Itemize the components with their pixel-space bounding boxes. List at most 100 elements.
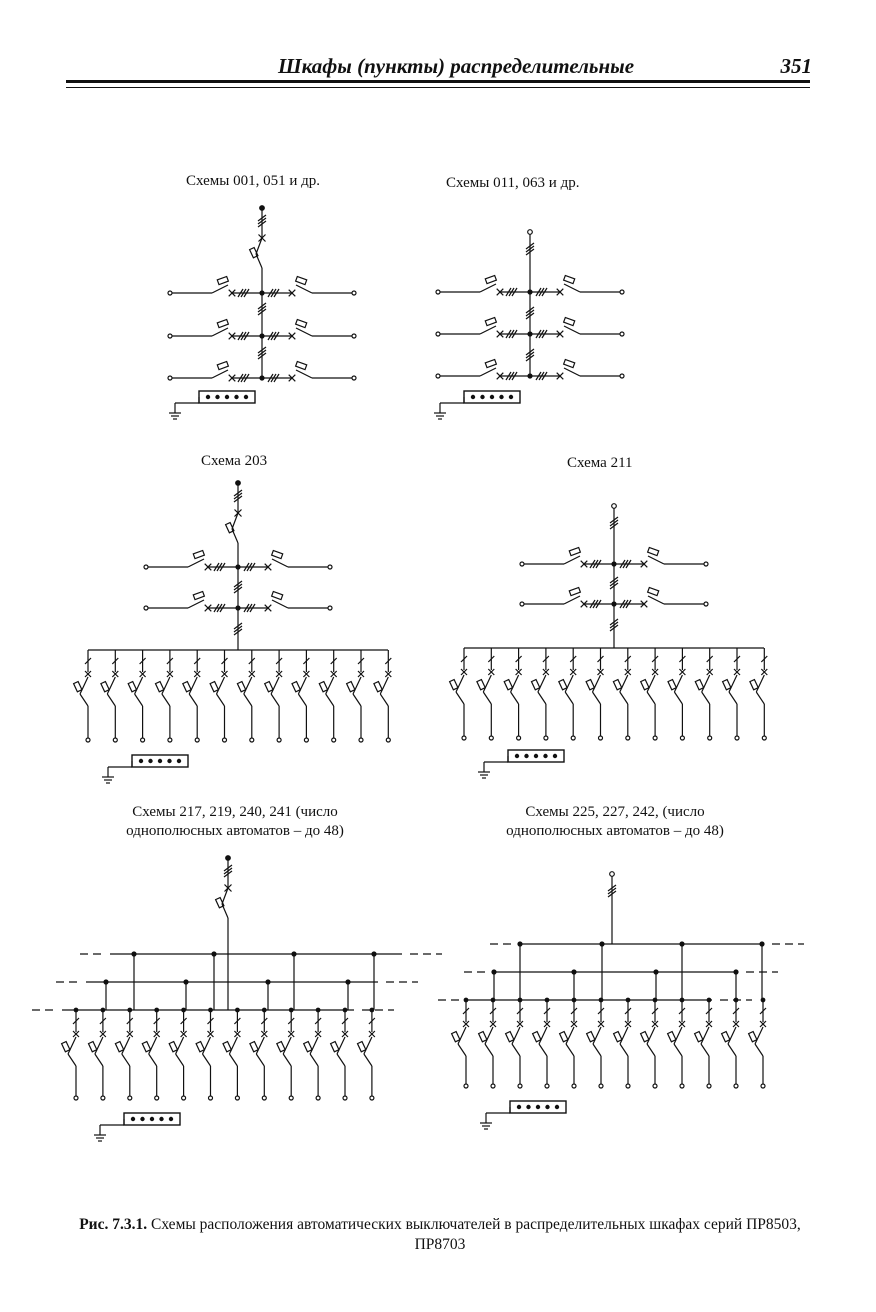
contact-cross [153, 1030, 161, 1038]
terminal [342, 1095, 348, 1101]
phase-mark [489, 1007, 497, 1015]
breaker-trip [585, 1030, 596, 1043]
breaker-blade [363, 1053, 373, 1067]
phase-mark [221, 657, 228, 665]
breaker-blade [537, 674, 547, 693]
terminal-dot [176, 758, 182, 764]
breaker-trip [667, 678, 678, 691]
breaker-blade [701, 691, 711, 705]
phase-mark [508, 329, 515, 339]
breaker-blade [564, 691, 574, 705]
contact-cross [72, 1030, 80, 1038]
terminal [598, 1083, 604, 1089]
breaker-trip [192, 590, 206, 601]
phase-mark [525, 354, 535, 362]
phase-mark [609, 624, 619, 632]
phase-mark [535, 329, 542, 339]
phase-mark [508, 287, 515, 297]
terminal [707, 735, 713, 741]
phase-mark [511, 371, 518, 381]
contact-cross [275, 670, 283, 678]
phase-mark [257, 217, 267, 225]
phase-mark [525, 351, 535, 359]
terminal [327, 564, 333, 570]
terminal [619, 289, 625, 295]
phase-mark [84, 657, 92, 665]
phase-mark [516, 1007, 524, 1015]
terminal-dot [148, 758, 153, 764]
phase-mark [248, 657, 256, 665]
phase-mark [732, 1007, 740, 1015]
terminal [112, 737, 118, 743]
phase-mark [625, 559, 632, 569]
breaker-blade [270, 676, 280, 695]
breaker-blade [352, 676, 362, 695]
phase-mark [525, 312, 535, 320]
junction-dot [611, 601, 617, 607]
breaker-blade [106, 676, 116, 695]
phase-mark [249, 603, 256, 613]
figure-caption-label: Рис. 7.3.1. [79, 1216, 148, 1233]
breaker-trip [318, 680, 329, 693]
phase-mark [569, 655, 577, 663]
contact-cross [193, 670, 201, 678]
terminal [194, 737, 200, 743]
terminal [331, 737, 337, 743]
terminal [85, 737, 91, 743]
terminal-dot [159, 1116, 164, 1122]
breaker-trip [484, 316, 498, 327]
breaker-blade [363, 1036, 373, 1055]
phase-mark [233, 489, 243, 497]
breaker-trip [270, 590, 284, 601]
breaker-trip [275, 1040, 286, 1053]
breaker-blade [228, 1036, 238, 1055]
terminal-dot [524, 753, 529, 759]
breaker-blade [379, 693, 389, 707]
breaker-blade [510, 691, 520, 705]
breaker-trip [249, 1040, 260, 1053]
phase-mark [570, 1007, 578, 1015]
contact-cross [341, 1030, 349, 1038]
phase-mark [525, 309, 535, 317]
phase-mark [246, 562, 253, 572]
terminal-dot [533, 753, 539, 759]
header-rule-thick [66, 80, 810, 83]
breaker-trip [585, 678, 596, 691]
phase-mark [651, 655, 659, 663]
terminal [461, 735, 467, 741]
terminal [597, 735, 604, 741]
breaker-trip [531, 1030, 542, 1043]
phase-mark [233, 492, 243, 500]
phase-mark [357, 657, 365, 665]
breaker-blade [592, 1026, 602, 1045]
phase-mark [624, 1007, 632, 1015]
breaker-trip [558, 1030, 569, 1043]
breaker-blade [161, 693, 171, 707]
phase-mark [538, 329, 545, 339]
breaker-trip [749, 678, 760, 691]
breaker-trip [504, 1030, 515, 1043]
terminal [733, 1083, 739, 1089]
breaker-trip [356, 1040, 367, 1053]
junction-dot [527, 331, 533, 337]
breaker-blade [67, 1036, 77, 1055]
breaker-blade [510, 674, 520, 693]
contact-cross [139, 670, 147, 678]
phase-mark [589, 599, 596, 609]
phase-mark [314, 1017, 322, 1025]
terminal [261, 1095, 267, 1101]
terminal-dot [535, 1104, 541, 1110]
breaker-blade [270, 693, 280, 707]
phase-mark [759, 1007, 767, 1015]
figure-caption-text: Схемы расположения автоматических выключ… [150, 1216, 801, 1253]
phase-mark [240, 331, 247, 341]
breaker-blade [295, 327, 313, 337]
contact-cross [248, 670, 256, 678]
breaker-trip [373, 680, 384, 693]
terminal [619, 331, 625, 337]
scheme-label-001: Схемы 001, 051 и др. [186, 173, 321, 189]
breaker-blade [646, 674, 656, 693]
phase-mark [625, 599, 632, 609]
breaker-blade [297, 676, 307, 695]
terminal [571, 1083, 577, 1089]
